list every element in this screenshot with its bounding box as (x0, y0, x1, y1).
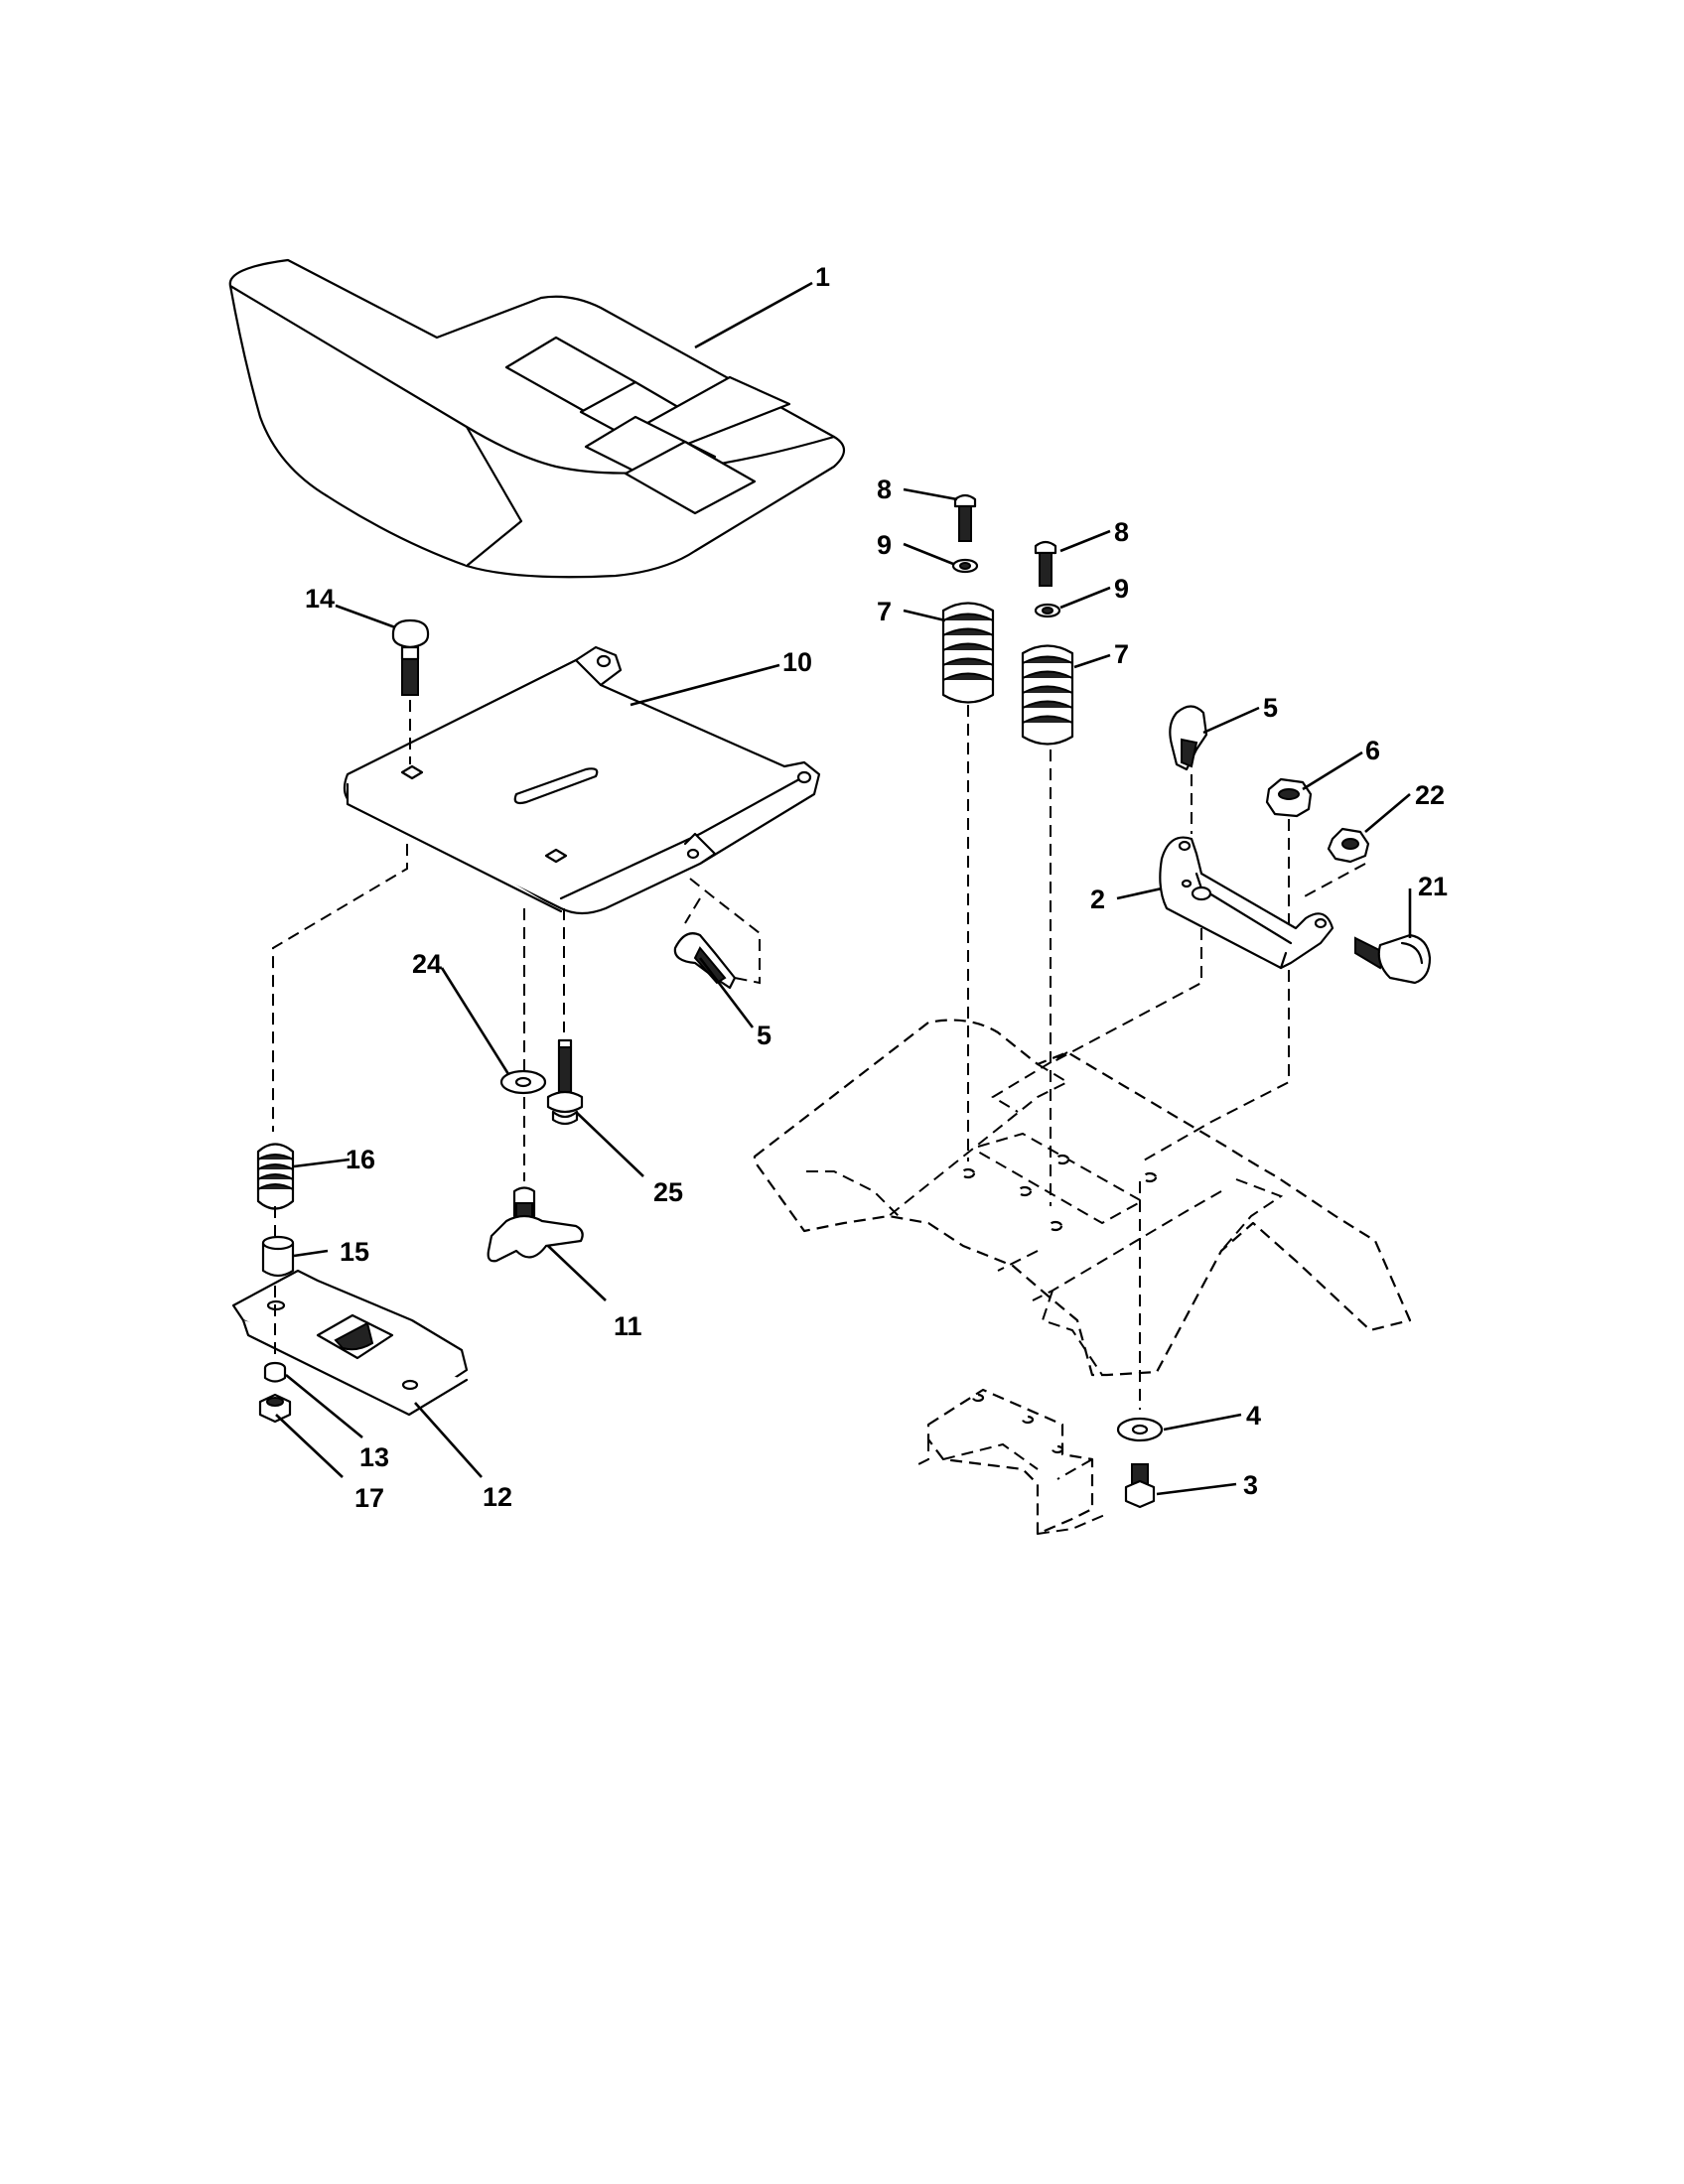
callout-8-left: 8 (877, 475, 892, 504)
shoulder-bolt (1354, 933, 1432, 985)
callout-5-left: 5 (757, 1021, 772, 1050)
callout-9-right: 9 (1114, 574, 1129, 604)
carriage-bolt (391, 618, 430, 764)
frame-washer-and-bolt (1116, 1181, 1164, 1509)
seat-cushion (228, 258, 846, 579)
seat-bracket (1052, 836, 1334, 1063)
callout-4: 4 (1246, 1401, 1261, 1431)
washer-and-bolt (499, 908, 584, 1181)
seat-clip-left (673, 878, 761, 990)
spring-stack-right (1021, 540, 1074, 1206)
frame-bracket-outline (917, 1388, 1108, 1536)
slide-rail (231, 1269, 469, 1417)
fender-outline (753, 1019, 1412, 1377)
callout-2: 2 (1090, 885, 1105, 914)
callout-7-right: 7 (1114, 639, 1129, 669)
callout-6: 6 (1365, 736, 1380, 765)
callout-7-left: 7 (877, 597, 892, 626)
callout-1: 1 (815, 262, 830, 292)
callout-16: 16 (346, 1145, 375, 1174)
callout-9-left: 9 (877, 530, 892, 560)
callout-17: 17 (354, 1483, 384, 1513)
callout-10: 10 (782, 647, 812, 677)
callout-12: 12 (483, 1482, 512, 1512)
seat-clip-right (1169, 705, 1208, 834)
callout-14: 14 (305, 584, 335, 614)
callout-13: 13 (359, 1442, 389, 1472)
seat-adjust-knob (487, 1186, 584, 1263)
callout-8-right: 8 (1114, 517, 1129, 547)
callout-21: 21 (1418, 872, 1448, 901)
leader-lines (275, 281, 1412, 1496)
left-spring-stack (256, 844, 408, 1278)
callout-25: 25 (653, 1177, 683, 1207)
callout-24: 24 (412, 949, 442, 979)
callout-5-right: 5 (1263, 693, 1278, 723)
lock-nut (1141, 777, 1313, 1162)
callout-15: 15 (340, 1237, 369, 1267)
callout-11: 11 (614, 1311, 642, 1341)
callout-3: 3 (1243, 1470, 1258, 1500)
rail-fasteners (258, 1286, 292, 1424)
flange-nut (1300, 827, 1370, 899)
spring-stack-left (941, 493, 995, 1161)
seat-pan (343, 645, 821, 915)
callout-labels: 1 2 3 4 5 5 6 7 7 8 8 9 9 10 11 12 13 14… (305, 262, 1448, 1513)
callout-22: 22 (1415, 780, 1445, 810)
